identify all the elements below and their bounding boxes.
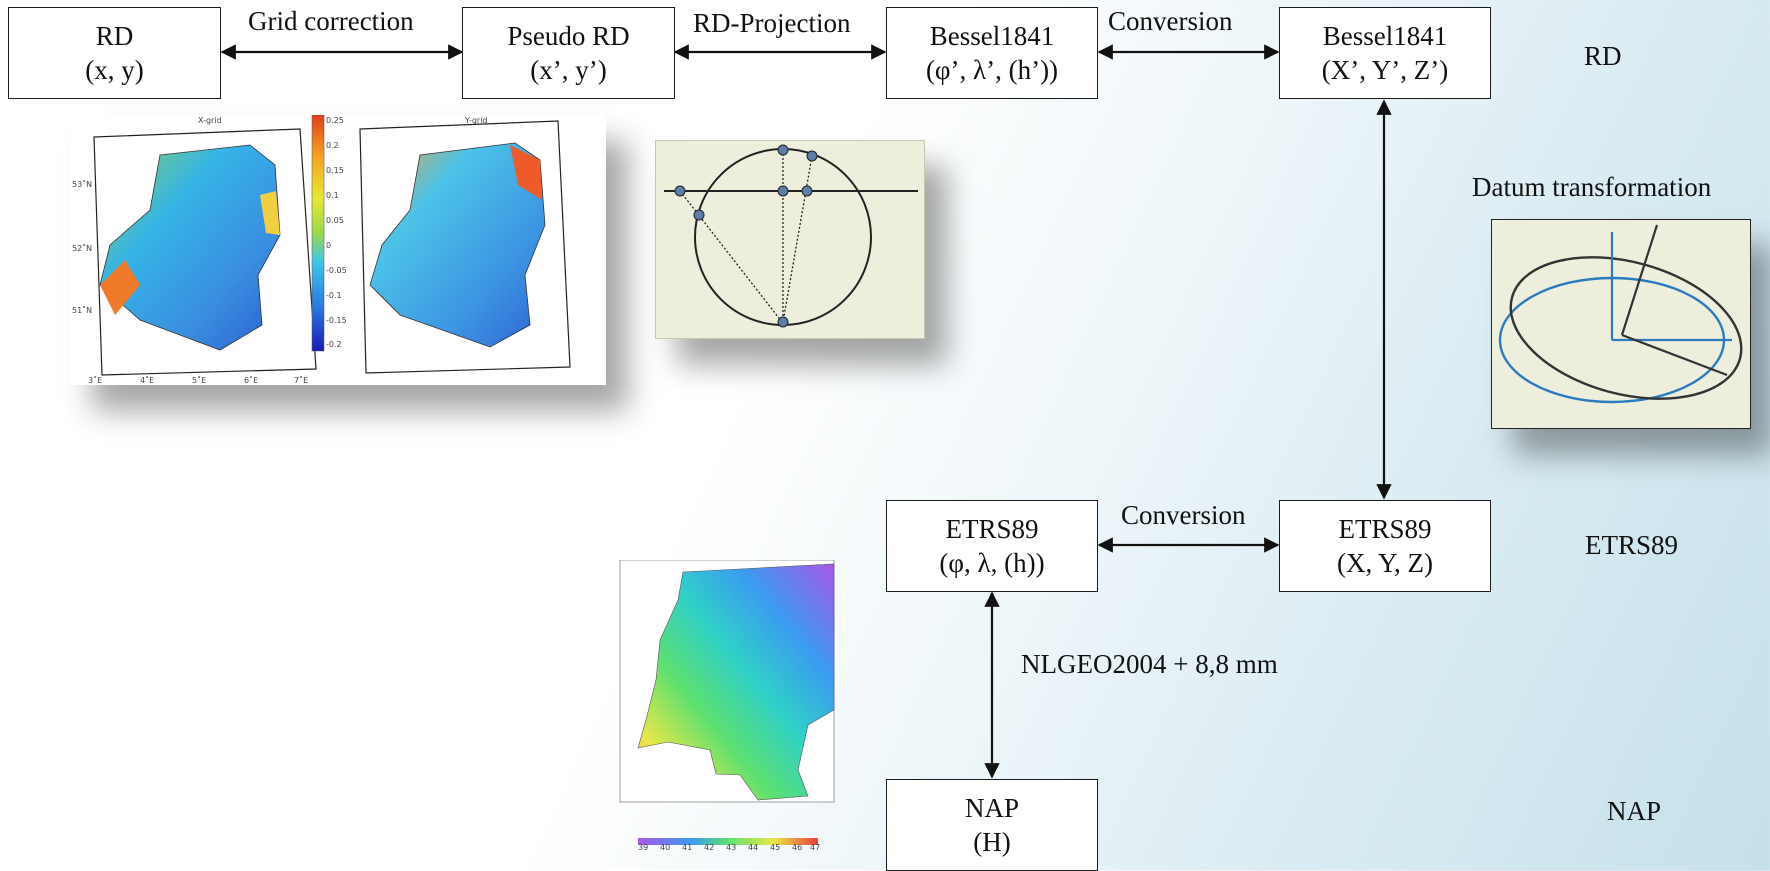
svg-text:51˚N: 51˚N [72, 305, 92, 315]
svg-text:52˚N: 52˚N [72, 243, 92, 253]
svg-text:3˚E: 3˚E [88, 375, 102, 385]
svg-text:44: 44 [748, 843, 758, 850]
svg-text:45: 45 [770, 843, 780, 850]
svg-text:5˚E: 5˚E [192, 375, 206, 385]
projection-sketch [655, 140, 925, 339]
svg-text:-0.05: -0.05 [326, 266, 347, 275]
svg-text:0.2: 0.2 [326, 141, 339, 150]
etrs89-cartesian-coords: (X, Y, Z) [1337, 548, 1433, 578]
etrs89-cartesian-title: ETRS89 [1338, 514, 1432, 544]
bessel-geographic-title: Bessel1841 [929, 21, 1055, 51]
grid-correction-maps: X-grid Y-grid 0.25 0.2 0.15 0.1 0.05 0 -… [70, 114, 606, 385]
etrs89-geographic-title: ETRS89 [945, 514, 1039, 544]
rd-box-coords: (x, y) [85, 55, 144, 85]
svg-text:7˚E: 7˚E [294, 375, 308, 385]
datum-transformation-sketch [1491, 219, 1751, 429]
svg-text:53˚N: 53˚N [72, 179, 92, 189]
nap-box: NAP (H) [886, 779, 1098, 871]
svg-text:0: 0 [326, 241, 331, 250]
datum-transformation-label: Datum transformation [1472, 172, 1712, 202]
etrs89-cartesian-box: ETRS89 (X, Y, Z) [1279, 500, 1491, 592]
etrs89-geographic-coords: (φ, λ, (h)) [939, 548, 1045, 578]
svg-text:-0.15: -0.15 [326, 316, 347, 325]
svg-text:0.15: 0.15 [326, 166, 344, 175]
svg-text:-0.1: -0.1 [326, 291, 342, 300]
conversion-top-label: Conversion [1108, 6, 1233, 36]
svg-text:6˚E: 6˚E [244, 375, 258, 385]
bessel-cartesian-coords: (X’, Y’, Z’) [1321, 55, 1449, 85]
datum-transformation-sketch-image [1498, 224, 1743, 404]
projection-sketch-image [664, 144, 918, 328]
svg-text:39: 39 [638, 843, 648, 850]
svg-text:0.1: 0.1 [326, 191, 339, 200]
nap-box-coords: (H) [973, 827, 1011, 857]
svg-text:47: 47 [810, 843, 820, 850]
svg-text:43: 43 [726, 843, 736, 850]
svg-text:41: 41 [682, 843, 692, 850]
svg-text:46: 46 [792, 843, 802, 850]
nap-box-title: NAP [964, 793, 1019, 823]
svg-text:40: 40 [660, 843, 670, 850]
side-label-nap: NAP [1607, 796, 1662, 826]
conversion-bottom-label: Conversion [1121, 500, 1246, 530]
svg-text:42: 42 [704, 843, 714, 850]
pseudo-rd-box: Pseudo RD (x’, y’) [462, 7, 675, 99]
bessel-cartesian-box: Bessel1841 (X’, Y’, Z’) [1279, 7, 1491, 99]
grid-correction-maps-image: X-grid Y-grid 0.25 0.2 0.15 0.1 0.05 0 -… [72, 114, 571, 385]
svg-text:4˚E: 4˚E [140, 375, 154, 385]
etrs89-geographic-box: ETRS89 (φ, λ, (h)) [886, 500, 1098, 592]
geoid-colorbar-ticks: 39 40 41 42 43 44 45 46 47 [638, 843, 820, 852]
geoid-map-image: 39 40 41 42 43 44 45 46 47 [619, 559, 835, 852]
svg-text:0.25: 0.25 [326, 116, 344, 125]
ygrid-title: Y-grid [464, 116, 488, 125]
bessel-geographic-box: Bessel1841 (φ’, λ’, (h’)) [886, 7, 1098, 99]
rd-box-title: RD [95, 21, 134, 51]
colorbar-ticks: 0.25 0.2 0.15 0.1 0.05 0 -0.05 -0.1 -0.1… [326, 116, 347, 349]
grid-correction-label: Grid correction [248, 6, 414, 36]
svg-text:-0.2: -0.2 [326, 340, 342, 349]
rd-box: RD (x, y) [8, 7, 221, 99]
side-label-etrs89: ETRS89 [1585, 530, 1679, 560]
geoid-map: 39 40 41 42 43 44 45 46 47 [598, 559, 838, 852]
xgrid-title: X-grid [198, 116, 222, 125]
bessel-geographic-coords: (φ’, λ’, (h’)) [925, 55, 1059, 85]
bessel-cartesian-title: Bessel1841 [1322, 21, 1448, 51]
pseudo-rd-box-coords: (x’, y’) [530, 55, 607, 85]
geoid-model-label: NLGEO2004 + 8,8 mm [1021, 649, 1278, 679]
pseudo-rd-box-title: Pseudo RD [507, 21, 630, 51]
svg-text:0.05: 0.05 [326, 216, 344, 225]
side-label-rd: RD [1584, 41, 1622, 71]
rd-projection-label: RD-Projection [693, 8, 851, 38]
